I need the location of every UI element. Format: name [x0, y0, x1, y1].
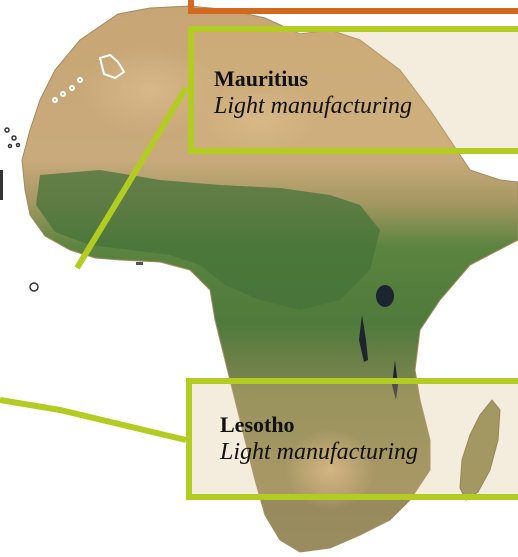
forest-region [36, 170, 380, 310]
madagascar [459, 399, 501, 501]
sand-patch [285, 430, 375, 510]
sand-patch [200, 85, 320, 155]
left-edge-strip [0, 170, 3, 200]
canary-islands [52, 77, 83, 103]
callout-industry: Light manufacturing [220, 439, 419, 465]
sand-patch [80, 45, 220, 135]
cape-verde-islands [4, 127, 21, 149]
island-outline [98, 53, 126, 80]
small-island [136, 262, 143, 265]
lesotho-callout: Lesotho Light manufacturing [186, 378, 518, 500]
callout-industry: Light manufacturing [214, 93, 413, 119]
callout-country-name: Lesotho [220, 412, 295, 437]
mauritius-leader-line [74, 86, 189, 270]
lake-victoria [376, 285, 394, 307]
lake-tanganyika [359, 315, 368, 362]
mauritius-callout: Mauritius Light manufacturing [188, 26, 518, 154]
callout-country-name: Mauritius [214, 66, 309, 91]
lesotho-leader-line [0, 397, 187, 443]
partial-callout-frame [188, 0, 518, 14]
sao-tome-island [29, 282, 39, 292]
